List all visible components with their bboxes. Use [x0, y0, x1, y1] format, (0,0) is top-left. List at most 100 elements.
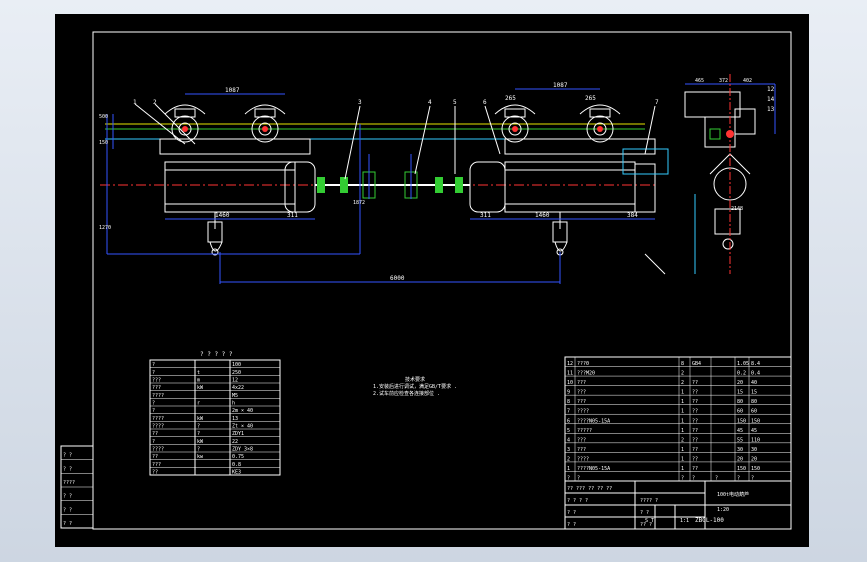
bom-cell: ?: [751, 476, 754, 482]
spec-cell: ????: [152, 447, 164, 453]
spec-cell: kw: [197, 454, 204, 460]
bom-cell: 15: [737, 390, 743, 396]
bom-cell: 8: [681, 361, 684, 367]
spec-cell: ??: [152, 454, 158, 460]
tb-row-3: ? ?: [567, 510, 576, 516]
bom-cell: 60: [737, 409, 743, 415]
bom-cell: 20: [751, 456, 757, 462]
balloon-2: 2: [153, 99, 157, 106]
bom-cell: 2: [567, 456, 570, 462]
bom-cell: 55: [737, 437, 743, 443]
bom-cell: 150: [751, 418, 760, 424]
bom-cell: 1: [681, 447, 684, 453]
spec-cell: r: [197, 401, 200, 407]
bom-cell: ???: [577, 380, 586, 386]
bom-cell: ??: [692, 409, 698, 415]
spec-cell: ?: [197, 447, 200, 453]
bom-cell: ?: [567, 476, 570, 482]
right-motor: [622, 148, 669, 175]
spec-cell: 250: [232, 370, 241, 376]
bom-cell: 4: [567, 437, 570, 443]
coupling-1: [317, 177, 325, 193]
bom-cell: 1: [681, 418, 684, 424]
side-label-12: 12: [767, 86, 775, 93]
dim-sub-right: 265: [585, 95, 596, 102]
bom-cell: ??: [692, 399, 698, 405]
drawing-sheet[interactable]: 1087 1087 265 265 1460 1460 311 311 384 …: [55, 14, 809, 547]
left-panel-label: ? ?: [63, 494, 72, 500]
dim-side-d: 2148: [731, 206, 743, 212]
spec-cell: 100: [232, 362, 241, 368]
bom-cell: 45: [737, 428, 743, 434]
bom-cell: ??: [692, 380, 698, 386]
note-1: 1.安装后进行调试，满足GB/T要求 .: [373, 383, 457, 390]
tb-row-2: ? ? ? ?: [567, 498, 588, 504]
spec-cell: ??: [152, 431, 158, 437]
spec-cell: ????: [152, 424, 164, 430]
spec-cell: h: [232, 401, 235, 407]
bom-cell: 5: [567, 428, 570, 434]
dim-left-end: 311: [287, 212, 298, 219]
bom-cell: ???: [577, 437, 586, 443]
bom-cell: ???: [577, 399, 586, 405]
bom-cell: 0.4: [751, 371, 760, 377]
dim-vertical-4: 1872: [353, 200, 365, 206]
spec-cell: ????: [152, 416, 164, 422]
dim-side-b: 372: [719, 78, 728, 84]
spec-cell: 12: [232, 378, 238, 384]
tb-title: 100t电动葫芦: [717, 491, 749, 498]
bom-cell: ???: [577, 390, 586, 396]
bom-cell: 80: [751, 399, 757, 405]
cad-drawing: 1087 1087 265 265 1460 1460 311 311 384 …: [60, 31, 792, 530]
bom-cell: 3: [567, 447, 570, 453]
dim-right-end: 311: [480, 212, 491, 219]
balloon-1: 1: [133, 99, 137, 106]
bom-cell: 9: [567, 390, 570, 396]
title-block: ?? ??? ?? ?? ?? ? ? ? ? ? ? ? ? ???? ? ?…: [564, 480, 792, 530]
section-arrow: [644, 253, 666, 275]
spec-cell: m: [197, 378, 200, 384]
bom-cell: 0.2: [737, 371, 746, 377]
right-gearbox: [469, 161, 506, 213]
bom-cell: 80: [737, 399, 743, 405]
bom-cell: ???0: [577, 361, 589, 367]
spec-cell: ?: [152, 370, 155, 376]
spec-cell: M5: [232, 393, 238, 399]
bom-cell: ?????: [577, 428, 592, 434]
bom-cell: 1: [681, 399, 684, 405]
bom-cell: 11: [567, 371, 573, 377]
balloon-5: 5: [453, 99, 457, 106]
bom-cell: ??: [692, 390, 698, 396]
dim-total-span: 6000: [390, 275, 405, 282]
spec-cell: 2m × 40: [232, 408, 253, 414]
side-label-14: 14: [767, 96, 775, 103]
bom-cell: 150: [737, 466, 746, 472]
spec-cell: ?: [197, 431, 200, 437]
right-trolley: [494, 104, 621, 143]
left-panel-label: ? ?: [63, 453, 72, 459]
bom-cell: 6: [567, 418, 570, 424]
spec-cell: ZDY 3×8: [232, 447, 253, 453]
bom-cell: 7: [567, 409, 570, 415]
notes-heading: 技术要求: [405, 376, 425, 383]
tb-sheet: S T: [645, 518, 654, 524]
dim-vertical-3: 150: [99, 140, 108, 146]
main-assembly: [100, 74, 776, 284]
bom-cell: 1: [681, 466, 684, 472]
bom-cell: 150: [737, 418, 746, 424]
bom-cell: ?: [577, 476, 580, 482]
coupling-2: [340, 177, 348, 193]
dim-sub-left: 265: [505, 95, 516, 102]
bom-cell: ??: [692, 428, 698, 434]
bom-cell: ????: [577, 409, 589, 415]
bom-cell: 1: [681, 409, 684, 415]
bom-cell: GB4: [692, 361, 701, 367]
tb-cell-3: ?? ?: [640, 522, 652, 528]
inner-border: [92, 31, 792, 530]
bom-cell: 1: [681, 428, 684, 434]
tb-drawing-number: ZBGL-100: [695, 517, 724, 524]
right-beam: [504, 138, 656, 155]
